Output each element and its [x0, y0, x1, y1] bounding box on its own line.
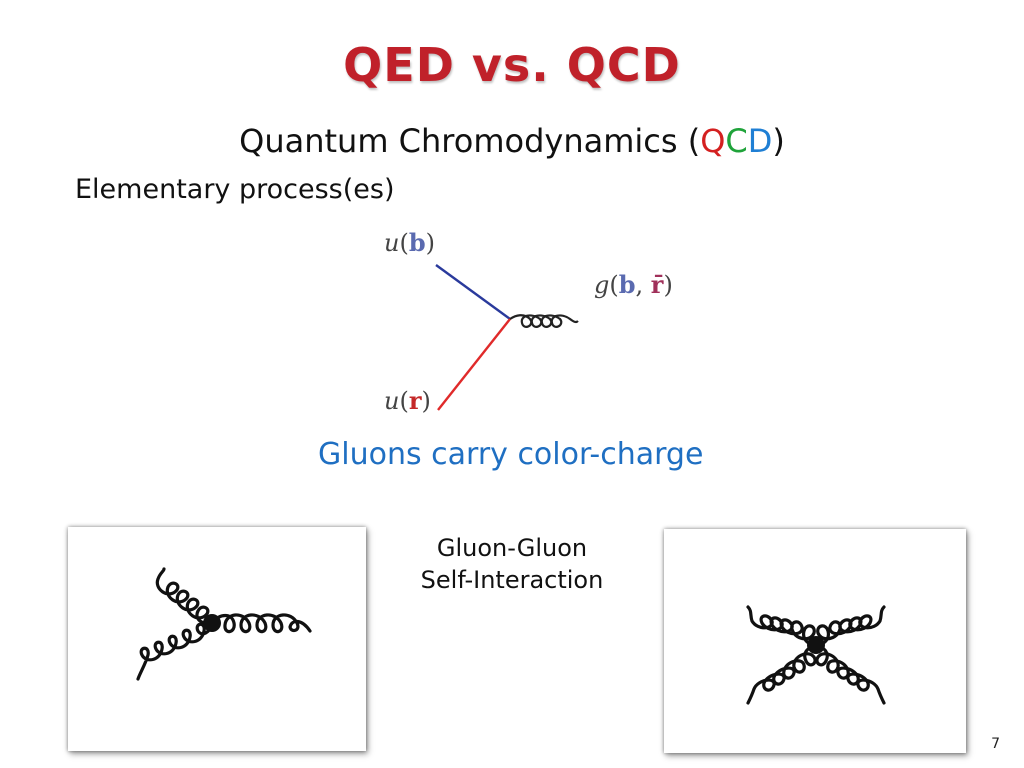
- label-gluon-color1: b: [619, 270, 636, 299]
- vertex-dot: [203, 614, 221, 632]
- slide-title: QED vs. QCD: [343, 38, 681, 92]
- subtitle-letter-q: Q: [700, 122, 726, 160]
- label-gluon-sep: ,: [636, 271, 651, 299]
- subtitle-letter-c: C: [725, 122, 748, 160]
- label-quark-bottom-open: (: [399, 387, 408, 415]
- feynman-diagram-qqg: u(b) u(r) g(b, r̄): [384, 228, 673, 415]
- slide-subtitle: Quantum Chromodynamics (QCD): [0, 122, 1024, 160]
- vertex-dot: [807, 636, 825, 654]
- page-number: 7: [991, 736, 1000, 752]
- gluon-line: [509, 314, 579, 328]
- three-gluon-vertex-frame: [68, 527, 366, 751]
- label-quark-top-open: (: [399, 229, 408, 257]
- gluon-tagline: Gluons carry color-charge: [318, 437, 704, 472]
- subtitle-letter-d: D: [747, 122, 773, 160]
- gluon-arm-upper-right: [814, 605, 886, 647]
- label-gluon-color2: r̄: [651, 270, 664, 299]
- gluon-label-line1: Gluon-Gluon: [436, 534, 588, 562]
- label-gluon-close: ): [663, 271, 672, 299]
- quark-line-red: [437, 318, 511, 411]
- label-gluon-open: (: [609, 271, 618, 299]
- label-gluon-sym: g: [594, 271, 609, 299]
- gluon-arm-right: [210, 613, 312, 634]
- label-quark-bottom-color: r: [409, 386, 422, 415]
- gluon-self-interaction-label: Gluon-Gluon Self-Interaction: [392, 532, 632, 596]
- section-heading: Elementary process(es): [75, 174, 395, 205]
- subtitle-text: Quantum Chromodynamics (: [239, 122, 701, 160]
- label-quark-bottom: u(r): [384, 386, 431, 415]
- quark-line-blue: [435, 264, 511, 320]
- label-quark-top: u(b): [384, 228, 435, 257]
- gluon-arm-lower-left: [136, 621, 214, 681]
- subtitle-close: ): [772, 122, 785, 160]
- label-quark-top-color: b: [409, 228, 426, 257]
- label-quark-top-close: ): [426, 229, 435, 257]
- label-quark-bottom-sym: u: [384, 387, 399, 415]
- four-gluon-vertex-diagram: [746, 605, 886, 705]
- gluon-arm-lower-left: [746, 643, 818, 705]
- three-gluon-vertex-diagram: [136, 567, 312, 681]
- label-quark-top-sym: u: [384, 229, 399, 257]
- label-quark-bottom-close: ): [422, 387, 431, 415]
- four-gluon-vertex-frame: [664, 529, 966, 753]
- gluon-arm-upper-left: [155, 567, 214, 625]
- gluon-arm-upper-left: [746, 605, 818, 647]
- gluon-arm-lower-right: [814, 643, 886, 705]
- gluon-label-line2: Self-Interaction: [420, 566, 604, 594]
- label-gluon: g(b, r̄): [594, 270, 673, 299]
